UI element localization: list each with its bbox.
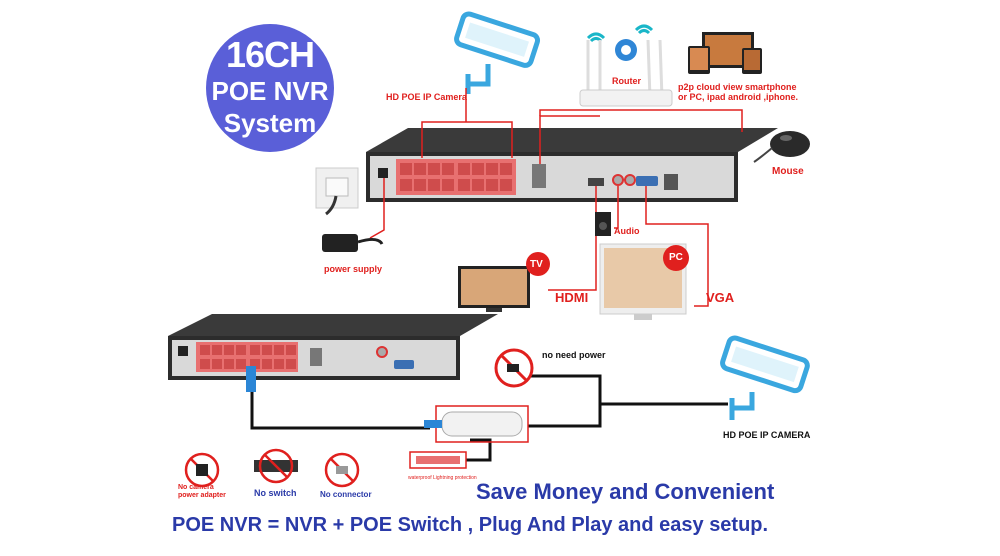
label-p2p-1: p2p cloud view smartphone (678, 82, 797, 92)
nvr-bottom (168, 314, 498, 380)
no-connector-icon (324, 452, 360, 488)
label-no-camera-adapter-1: No camera (178, 484, 214, 491)
router-icon (579, 24, 673, 107)
power-adapter-icon (322, 234, 384, 252)
label-p2p-2: or PC, ipad android ,iphone. (678, 92, 799, 102)
mouse-icon (753, 131, 810, 163)
label-vga: VGA (706, 290, 735, 305)
tagline: POE NVR = NVR + POE Switch , Plug And Pl… (172, 514, 769, 536)
label-no-camera-adapter-2: power adapter (178, 492, 226, 499)
no-camera-adapter-icon (184, 452, 220, 488)
devices-icon (688, 32, 762, 74)
power-socket-icon (315, 167, 359, 216)
system-badge: 16CH POE NVR System (206, 24, 334, 152)
tv-icon (458, 252, 550, 312)
camera-icon-bottom (720, 335, 810, 420)
badge-line-1: 16CH (225, 34, 315, 75)
label-audio: Audio (614, 226, 640, 236)
no-switch-icon (254, 448, 298, 484)
label-tv: TV (530, 259, 543, 270)
label-camera-bottom: HD POE IP CAMERA (723, 430, 811, 440)
label-pc: PC (669, 252, 683, 263)
label-mouse: Mouse (772, 166, 804, 177)
speaker-icon (595, 212, 611, 236)
label-no-switch: No switch (254, 488, 297, 498)
label-camera-top: HD POE IP Camera (386, 92, 467, 102)
cables-bottom (250, 374, 728, 462)
label-no-connector: No connector (320, 490, 372, 499)
badge-line-2: POE NVR (211, 76, 329, 106)
label-waterproof: waterproof Lightning protection (408, 475, 477, 481)
label-no-need-power: no need power (542, 350, 606, 360)
label-router: Router (612, 76, 641, 86)
label-hdmi: HDMI (555, 290, 589, 305)
pc-monitor-icon (599, 243, 689, 320)
poe-splitter (409, 405, 529, 469)
badge-line-3: System (223, 108, 317, 138)
label-power-supply: power supply (324, 264, 383, 274)
nvr-top (366, 128, 778, 202)
headline: Save Money and Convenient (476, 479, 775, 504)
ethernet-plug (246, 366, 256, 392)
camera-icon (454, 11, 541, 94)
no-power-icon (494, 348, 534, 388)
